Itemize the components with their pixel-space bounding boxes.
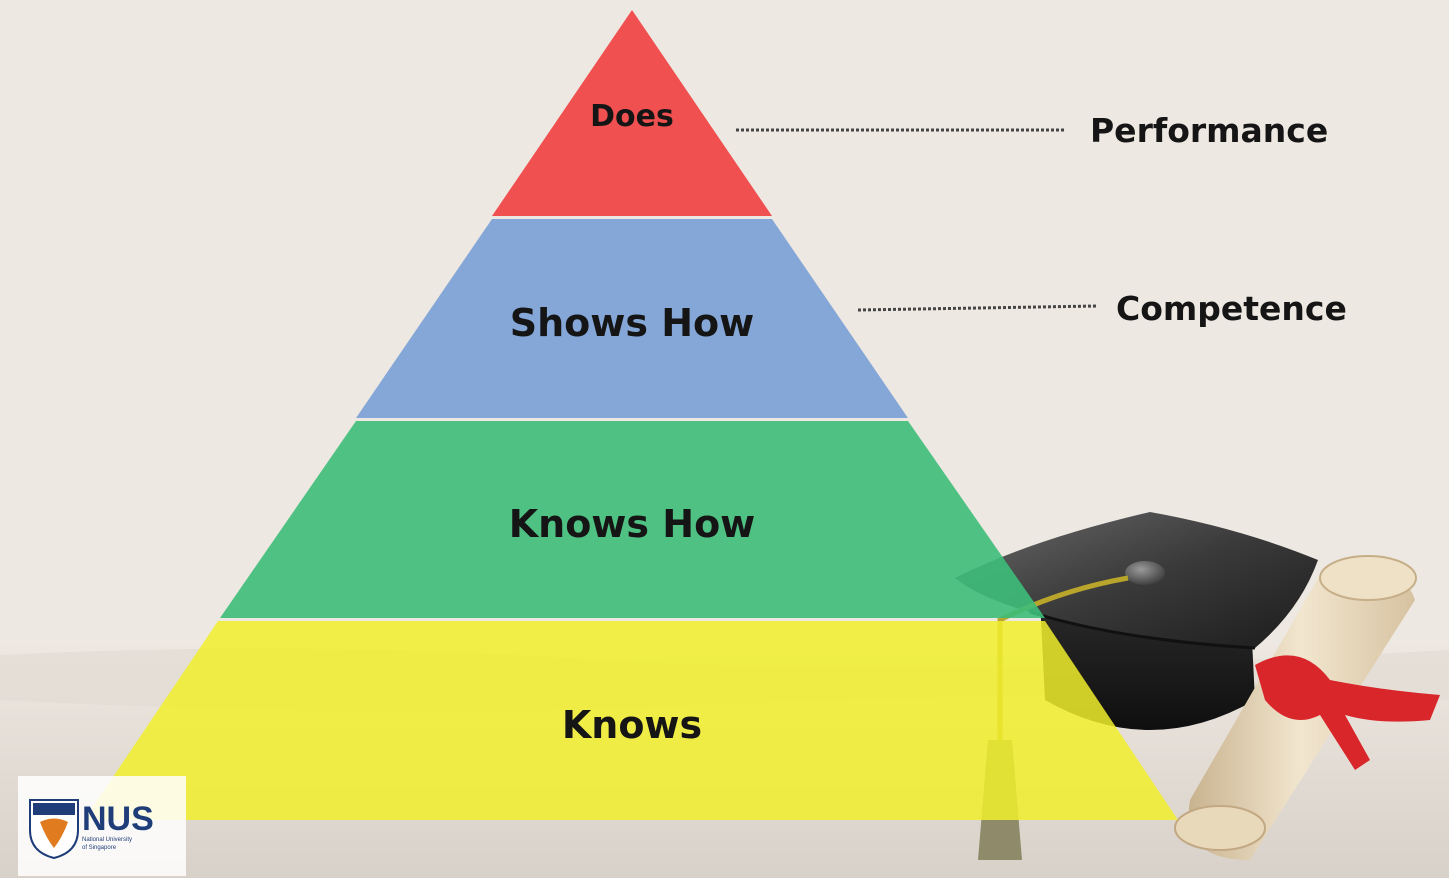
pyramid-tier-shows-how [356, 219, 908, 418]
tier-label-knows: Knows [562, 703, 702, 747]
pyramid: Does Shows How Knows How Knows [84, 10, 1178, 820]
annotation-performance: Performance [1090, 111, 1328, 150]
pyramid-tier-does [492, 10, 772, 216]
logo-wordmark: NUS [82, 800, 154, 838]
leader-line-competence [857, 304, 1098, 312]
pyramid-tier-knows-how [220, 421, 1045, 618]
nus-crest-icon [29, 799, 79, 860]
logo-subtitle-line2: of Singapore [82, 845, 117, 851]
pyramid-tier-knows [84, 621, 1178, 820]
annotation-competence: Competence [1116, 289, 1347, 328]
tier-label-does: Does [590, 99, 674, 134]
nus-logo: NUS National University of Singapore [18, 776, 186, 876]
diploma-scroll-icon [1174, 555, 1440, 860]
tier-label-knows-how: Knows How [509, 502, 756, 546]
logo-subtitle-line1: National University [82, 837, 132, 843]
tier-label-shows-how: Shows How [510, 301, 755, 345]
